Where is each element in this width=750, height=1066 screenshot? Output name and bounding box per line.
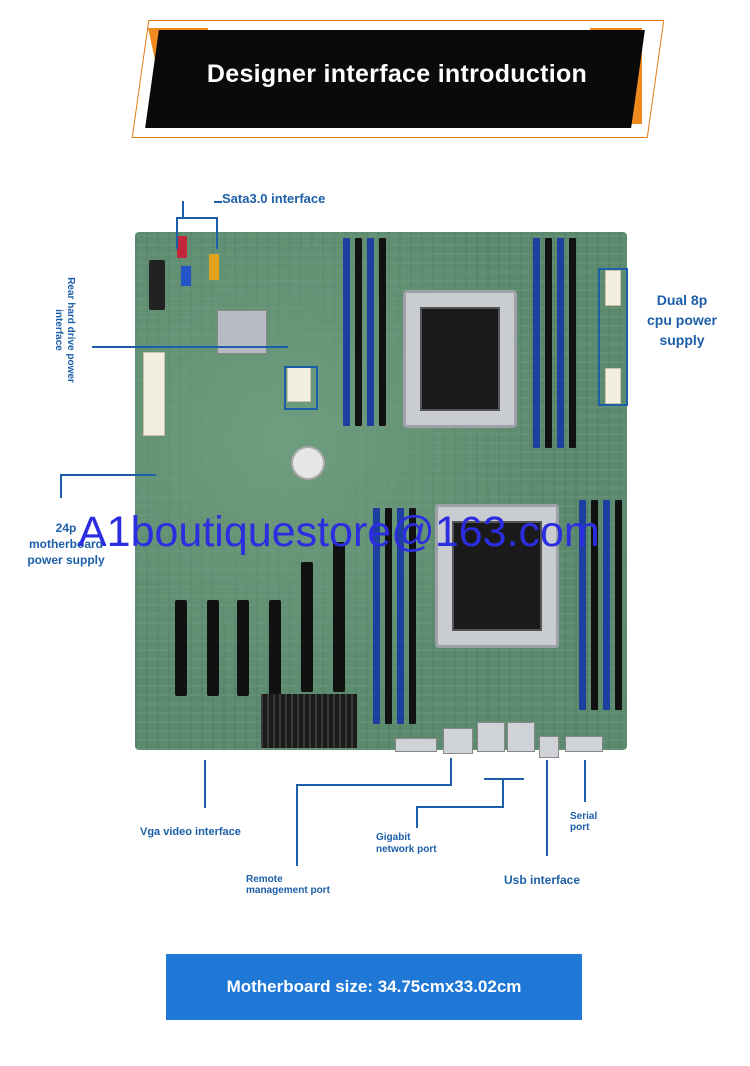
vga-label: Vga video interface (140, 826, 241, 838)
gigabit-label-line2: network port (376, 844, 437, 855)
dimm-slot (385, 508, 392, 724)
remote-leader-vert (296, 784, 298, 866)
24p-label-line3: power supply (27, 553, 105, 567)
gigabit-port-1 (477, 722, 505, 752)
pcie-slot (175, 600, 187, 696)
serial-label: Serial port (570, 811, 597, 833)
banner-title: Designer interface introduction (206, 60, 588, 88)
pcie-slot (301, 562, 313, 692)
motherboard-image (135, 232, 627, 758)
pcie-slot (237, 600, 249, 696)
usb-leader-line (546, 760, 548, 856)
cpu-socket-1 (403, 290, 517, 428)
8p-cpu-power-connector-2 (605, 368, 621, 404)
remote-management-port (443, 728, 473, 754)
dimm-slot (343, 238, 350, 426)
rear-hdd-connector (149, 260, 165, 310)
remote-label-line1: Remote (246, 874, 283, 885)
gigabit-leader-mid (502, 778, 504, 808)
remote-label-line2: management port (246, 885, 330, 896)
pcie-slot (333, 542, 345, 692)
serial-leader-line (584, 760, 586, 802)
sata-label: Sata3.0 interface (222, 191, 326, 206)
gigabit-leader-bracket (484, 778, 524, 780)
serial-label-line1: Serial (570, 811, 598, 822)
dimm-slot (379, 238, 386, 426)
sata-port-red (177, 236, 187, 258)
remote-leader-up (450, 758, 452, 786)
24p-leader-line (60, 474, 156, 476)
dual-8p-highlight-box (598, 268, 628, 406)
gigabit-leader-vert (416, 806, 418, 828)
vga-port (395, 738, 437, 752)
rear-hdd-leader-line (92, 346, 288, 348)
remote-leader-horiz (296, 784, 452, 786)
sata-leader-line (214, 201, 222, 203)
dual-8p-label-line3: supply (659, 332, 705, 348)
dimm-slot (603, 500, 610, 710)
gigabit-port-2 (507, 722, 535, 752)
sata-highlight-bracket (176, 217, 218, 249)
gigabit-label-line1: Gigabit (376, 832, 411, 843)
dimm-slot (591, 500, 598, 710)
pcie-slot (207, 600, 219, 696)
sata-port-orange (209, 254, 219, 280)
dimm-slot (367, 238, 374, 426)
dimm-slot (397, 508, 404, 724)
vga-leader-line (204, 760, 206, 808)
dimm-slot (579, 500, 586, 710)
24p-label: 24p motherboard power supply (14, 520, 118, 568)
dual-8p-label: Dual 8p cpu power supply (634, 290, 730, 350)
usb-port (539, 736, 559, 758)
dimm-slot (373, 508, 380, 724)
rear-hdd-highlight-box (284, 366, 318, 410)
dimm-slot (409, 508, 416, 724)
chipset-heatsink (261, 694, 357, 748)
dimm-slot (557, 238, 564, 448)
rear-hdd-label: Rear hard drive power interface (53, 277, 76, 383)
cpu-socket-2 (435, 504, 559, 648)
dimm-slot (545, 238, 552, 448)
gigabit-label: Gigabit network port (376, 832, 437, 856)
dimm-slot (569, 238, 576, 448)
dimm-slot (533, 238, 540, 448)
8p-cpu-power-connector-1 (605, 270, 621, 306)
motherboard-size-banner: Motherboard size: 34.75cmx33.02cm (166, 954, 582, 1020)
remote-label: Remote management port (246, 874, 330, 896)
24p-label-line2: motherboard (28, 537, 103, 551)
pcie-slot (269, 600, 281, 696)
serial-port (565, 736, 603, 752)
watermark-text: A1boutiquestore@163.com (78, 508, 600, 556)
24p-leader-vert (60, 474, 62, 498)
dual-8p-label-line2: cpu power (646, 312, 717, 328)
serial-label-line2: port (570, 822, 590, 833)
dual-8p-label-line1: Dual 8p (656, 292, 708, 308)
dimm-slot (355, 238, 362, 426)
24p-label-line1: 24p (55, 521, 77, 535)
gigabit-leader-horiz (416, 806, 504, 808)
usb-port-blue (181, 266, 191, 286)
sata-leader-vert (182, 201, 184, 219)
24p-power-connector (143, 352, 165, 436)
usb-label: Usb interface (504, 873, 581, 887)
cmos-battery (291, 446, 325, 480)
dimm-slot (615, 500, 622, 710)
